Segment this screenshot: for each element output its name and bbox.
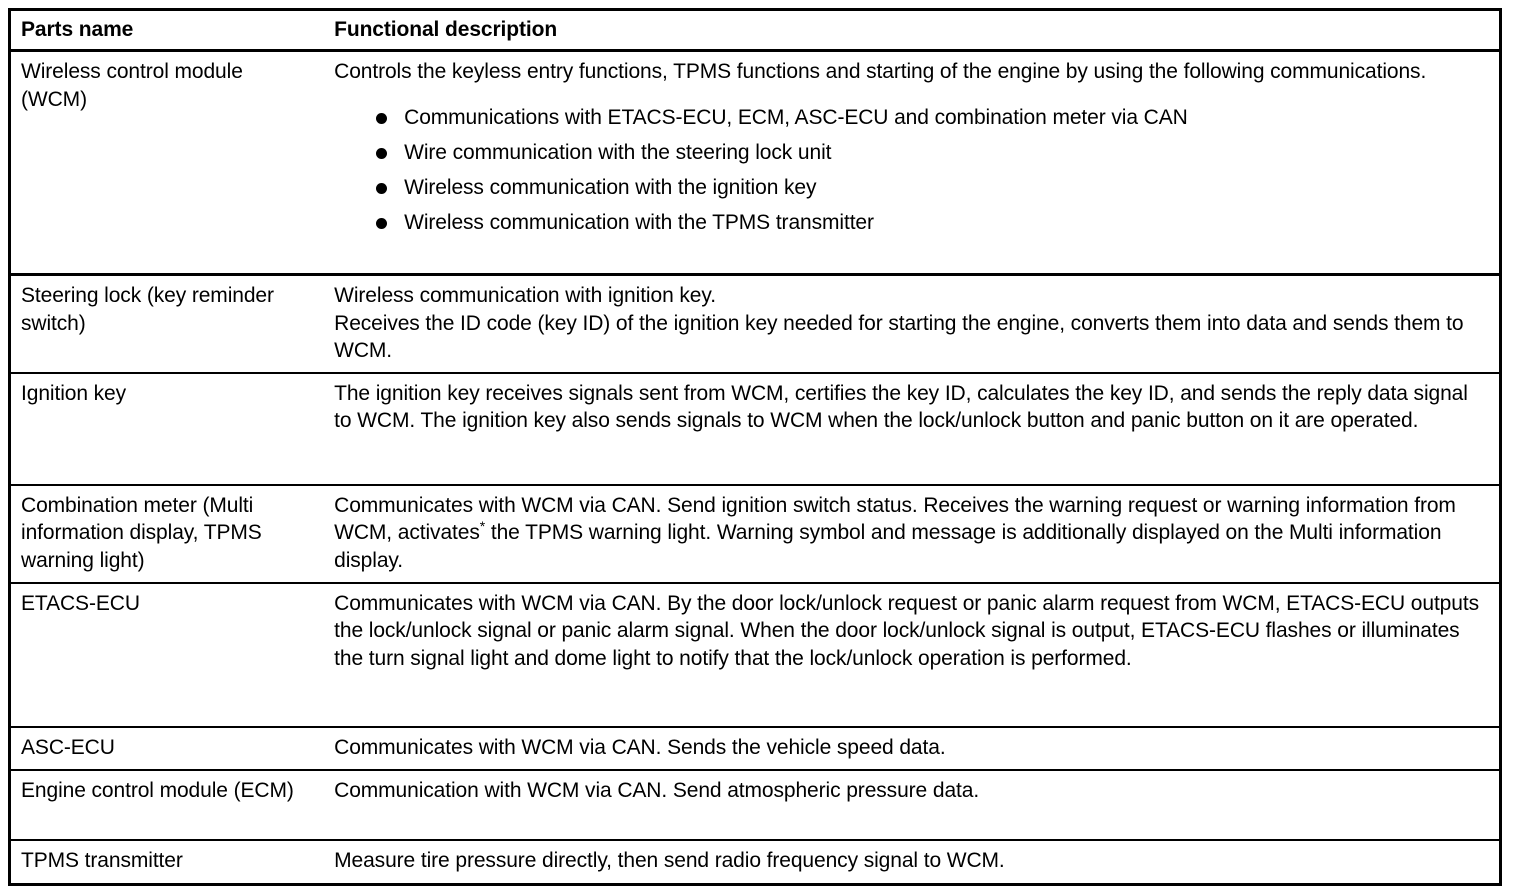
description-paragraph: Communicates with WCM via CAN. Send igni… xyxy=(334,492,1485,574)
column-header-functional-description: Functional description xyxy=(322,9,1501,53)
description-paragraph: Wireless communication with ignition key… xyxy=(334,284,716,308)
description-paragraph: Receives the ID code (key ID) of the ign… xyxy=(334,311,1464,362)
table-row: ETACS-ECU Communicates with WCM via CAN.… xyxy=(9,583,1501,729)
description-paragraph: Controls the keyless entry functions, TP… xyxy=(334,60,1427,84)
bullet-dot-icon xyxy=(376,112,388,124)
cell-parts-name: Steering lock (key reminder switch) xyxy=(9,274,323,375)
list-item-label: Wireless communication with the ignition… xyxy=(404,176,817,200)
list-item-label: Communications with ETACS-ECU, ECM, ASC-… xyxy=(404,105,1188,129)
cell-functional-description: Controls the keyless entry functions, TP… xyxy=(322,50,1501,277)
list-item: Communications with ETACS-ECU, ECM, ASC-… xyxy=(376,104,1485,131)
bullet-dot-icon xyxy=(376,183,388,195)
table-row: Combination meter (Multi information dis… xyxy=(9,485,1501,585)
bullet-dot-icon xyxy=(376,218,388,230)
parts-function-table: Parts name Functional description Wirele… xyxy=(8,8,1502,886)
cell-functional-description: Communicates with WCM via CAN. By the do… xyxy=(322,583,1501,729)
bullet-dot-icon xyxy=(376,147,388,159)
cell-functional-description: Measure tire pressure directly, then sen… xyxy=(322,840,1501,885)
table-row: Wireless control module (WCM) Controls t… xyxy=(9,50,1501,277)
list-item-label: Wire communication with the steering loc… xyxy=(404,140,832,164)
cell-functional-description: Wireless communication with ignition key… xyxy=(322,274,1501,375)
cell-functional-description: Communicates with WCM via CAN. Sends the… xyxy=(322,727,1501,772)
description-text-part: Communicates with WCM via CAN. Send igni… xyxy=(334,494,1456,545)
cell-functional-description: The ignition key receives signals sent f… xyxy=(322,373,1501,487)
list-item: Wireless communication with the TPMS tra… xyxy=(376,209,1485,236)
table-row: Steering lock (key reminder switch) Wire… xyxy=(9,274,1501,375)
cell-parts-name: Combination meter (Multi information dis… xyxy=(9,485,323,585)
description-paragraph: Communication with WCM via CAN. Send atm… xyxy=(334,779,980,803)
cell-functional-description: Communicates with WCM via CAN. Send igni… xyxy=(322,485,1501,585)
table-row: Ignition key The ignition key receives s… xyxy=(9,373,1501,487)
bullet-list: Communications with ETACS-ECU, ECM, ASC-… xyxy=(334,104,1485,237)
list-item: Wire communication with the steering loc… xyxy=(376,139,1485,166)
table-row: ASC-ECU Communicates with WCM via CAN. S… xyxy=(9,727,1501,772)
table-row: Engine control module (ECM) Communicatio… xyxy=(9,770,1501,842)
cell-parts-name: ASC-ECU xyxy=(9,727,323,772)
description-paragraph: Measure tire pressure directly, then sen… xyxy=(334,849,1005,873)
cell-parts-name: Ignition key xyxy=(9,373,323,487)
cell-parts-name: Engine control module (ECM) xyxy=(9,770,323,842)
cell-parts-name: TPMS transmitter xyxy=(9,840,323,885)
list-item-label: Wireless communication with the TPMS tra… xyxy=(404,211,874,235)
description-paragraph: Communicates with WCM via CAN. Sends the… xyxy=(334,736,946,760)
list-item: Wireless communication with the ignition… xyxy=(376,174,1485,201)
footnote-asterisk-marker: * xyxy=(479,518,486,535)
description-text-part: the TPMS warning light. Warning symbol a… xyxy=(334,521,1442,572)
cell-parts-name: Wireless control module (WCM) xyxy=(9,50,323,277)
description-paragraph: Communicates with WCM via CAN. By the do… xyxy=(334,592,1479,670)
table-row: TPMS transmitter Measure tire pressure d… xyxy=(9,840,1501,885)
cell-functional-description: Communication with WCM via CAN. Send atm… xyxy=(322,770,1501,842)
cell-parts-name: ETACS-ECU xyxy=(9,583,323,729)
table-header-row: Parts name Functional description xyxy=(9,9,1501,53)
column-header-parts-name: Parts name xyxy=(9,9,323,53)
description-paragraph: The ignition key receives signals sent f… xyxy=(334,382,1468,433)
